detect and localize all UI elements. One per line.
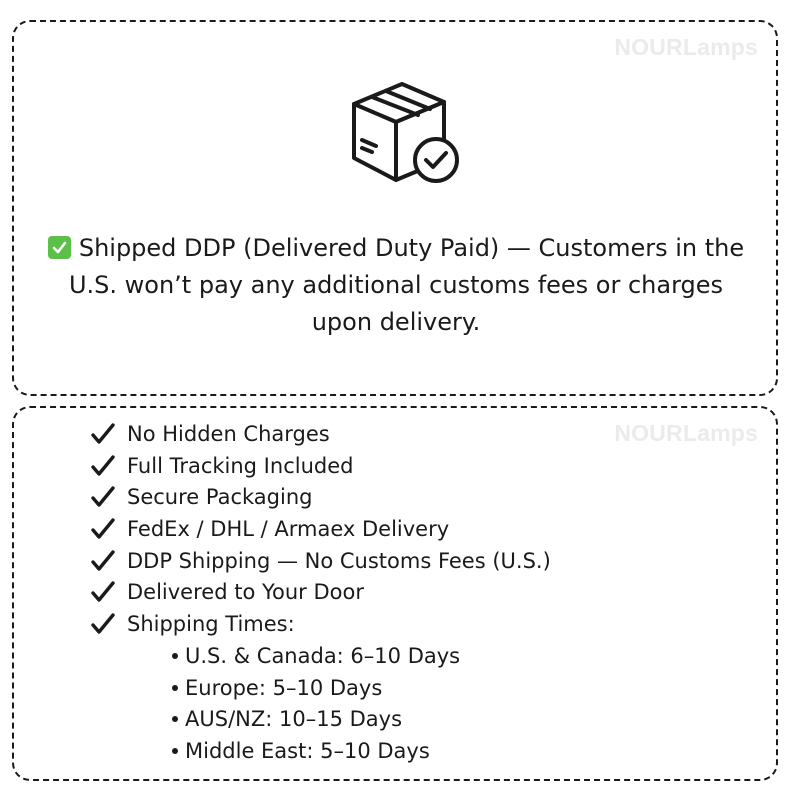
list-item: Delivered to Your Door [90, 576, 551, 608]
bullet-icon [172, 652, 178, 659]
checkmark-icon [91, 549, 115, 571]
checkmark-icon [91, 613, 115, 634]
shipping-time-label: AUS/NZ: 10–15 Days [185, 707, 403, 732]
list-item: U.S. & Canada: 6–10 Days [172, 640, 460, 672]
list-item: Full Tracking Included [90, 450, 551, 482]
checkmark-icon [91, 581, 115, 602]
shipping-time-label: U.S. & Canada: 6–10 Days [185, 643, 461, 668]
list-item: No Hidden Charges [90, 418, 551, 450]
ddp-message: Shipped DDP (Delivered Duty Paid) — Cust… [68, 234, 745, 336]
checkmark-icon [91, 423, 115, 444]
feature-label: Full Tracking Included [127, 453, 354, 478]
feature-label: FedEx / DHL / Armaex Delivery [127, 516, 450, 541]
checkmark-icon [91, 486, 115, 507]
shipping-time-label: Europe: 5–10 Days [185, 675, 383, 700]
bullet-icon [172, 747, 178, 754]
feature-label: Secure Packaging [127, 485, 313, 510]
list-item: FedEx / DHL / Armaex Delivery [90, 513, 551, 545]
list-item: DDP Shipping — No Customs Fees (U.S.) [90, 545, 551, 577]
checkmark-icon [91, 518, 115, 539]
brand-watermark: NOURLamps [614, 34, 758, 60]
list-item: AUS/NZ: 10–15 Days [172, 703, 460, 735]
ddp-info-card: NOURLamps Shipped DDP (Delivered Duty Pa… [12, 20, 778, 396]
list-item: Shipping Times: [90, 608, 551, 640]
brand-watermark: NOURLamps [614, 420, 758, 446]
feature-label: Delivered to Your Door [127, 580, 364, 605]
checkmark-icon [91, 454, 115, 476]
feature-list: No Hidden Charges Full Tracking Included… [90, 418, 551, 640]
shipping-time-label: Middle East: 5–10 Days [185, 738, 430, 763]
feature-label: DDP Shipping — No Customs Fees (U.S.) [127, 548, 551, 573]
feature-label: Shipping Times: [127, 611, 295, 636]
feature-label: No Hidden Charges [127, 421, 330, 446]
list-item: Middle East: 5–10 Days [172, 735, 460, 767]
shipping-times-list: U.S. & Canada: 6–10 Days Europe: 5–10 Da… [90, 640, 460, 767]
green-checkbox-icon [47, 236, 71, 259]
bullet-icon [172, 684, 178, 691]
box-check-icon [352, 82, 459, 183]
list-item: Europe: 5–10 Days [172, 672, 460, 704]
shipping-features-card: NOURLamps No Hidden Charges Full Trackin… [12, 406, 778, 781]
bullet-icon [172, 716, 178, 723]
list-item: Secure Packaging [90, 481, 551, 513]
